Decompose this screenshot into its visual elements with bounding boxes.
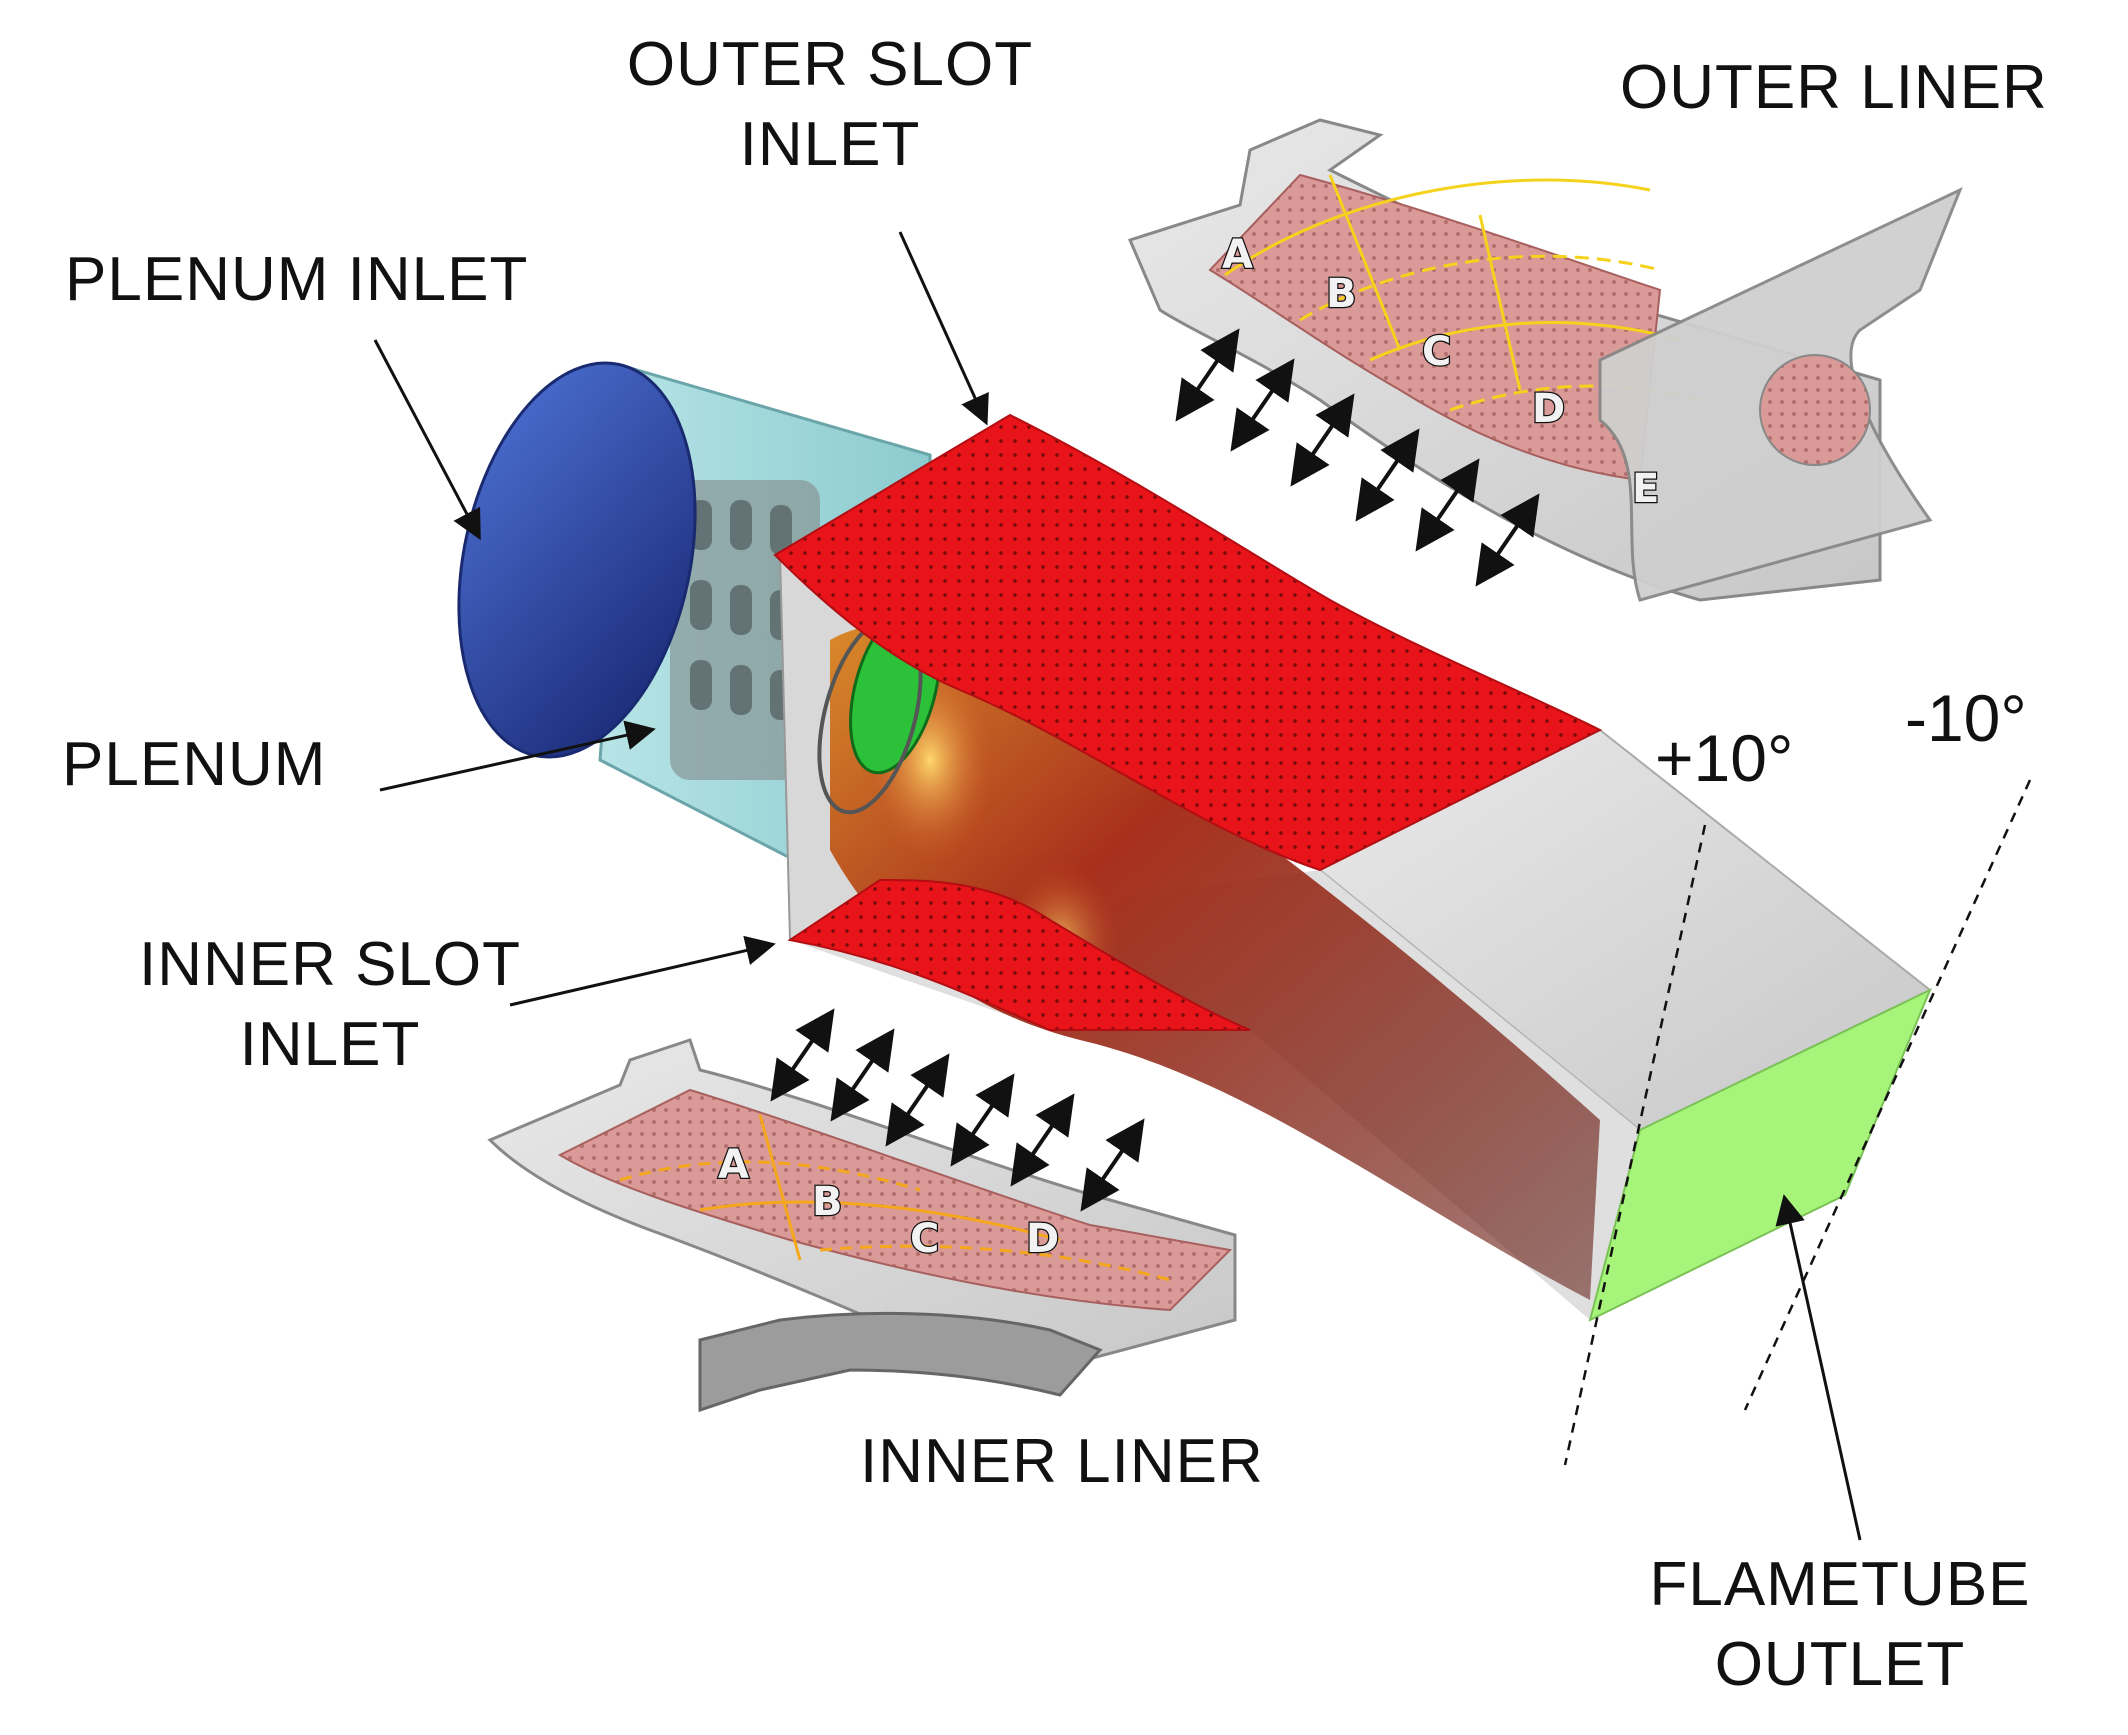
inner-liner-section-a: A (718, 1142, 749, 1188)
inner-slot-inlet-line2: INLET (239, 1010, 421, 1079)
inner-slot-inlet-label: INNER SLOT INLET (120, 925, 540, 1085)
inner-liner-section-c: C (910, 1216, 939, 1262)
flametube-outlet-line1: FLAMETUBE (1649, 1550, 2031, 1619)
angle-minus-10-label: -10° (1905, 681, 2027, 755)
outer-slot-inlet-line1: OUTER SLOT (626, 30, 1034, 99)
outer-liner-section-b: B (1326, 271, 1357, 317)
outer-liner-label: OUTER LINER (1620, 53, 2048, 122)
outer-liner-section-a: A (1222, 232, 1253, 278)
flametube-outlet-line2: OUTLET (1714, 1630, 1966, 1699)
inner-slot-inlet-line1: INNER SLOT (138, 930, 522, 999)
inner-liner: A B C D (487, 1038, 1237, 1413)
outer-slot-surface (773, 413, 1603, 872)
outer-liner-section-d: D (1532, 386, 1565, 432)
flametube-outlet-label: FLAMETUBE OUTLET (1620, 1545, 2060, 1705)
flametube-outlet-face (1588, 987, 1932, 1322)
inner-liner-label: INNER LINER (860, 1427, 1264, 1496)
inner-slot-surface (787, 878, 1251, 1031)
sector-angle-lines (1563, 779, 2032, 1466)
inner-coupling-arrows (770, 1008, 1145, 1212)
outer-liner: A B C D E (1127, 118, 1963, 602)
inner-liner-section-b: B (812, 1179, 843, 1225)
plenum-label: PLENUM (62, 730, 327, 799)
inner-liner-section-d: D (1026, 1216, 1059, 1262)
outer-slot-inlet-label: OUTER SLOT INLET (620, 25, 1040, 185)
outer-liner-section-e: E (1632, 466, 1659, 512)
leader-arrows (373, 231, 1862, 1541)
plenum-inlet-label: PLENUM INLET (65, 245, 529, 314)
outer-slot-inlet-line2: INLET (739, 110, 921, 179)
outer-coupling-arrows (1175, 328, 1540, 587)
outer-liner-section-c: C (1422, 329, 1451, 375)
angle-plus-10-label: +10° (1655, 721, 1794, 795)
